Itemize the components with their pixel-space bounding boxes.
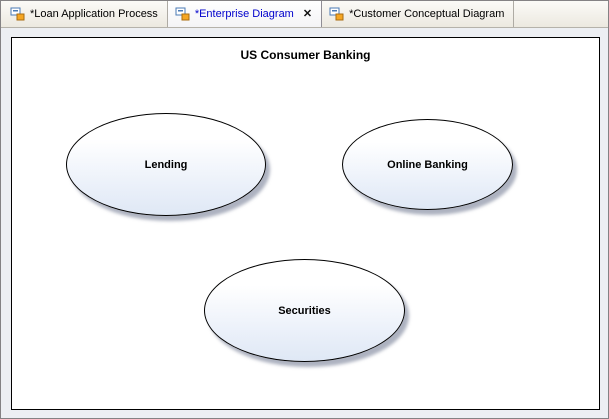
diagram-icon [175, 7, 190, 21]
node-securities[interactable]: Securities [204, 259, 405, 362]
tab-enterprise-diagram[interactable]: *Enterprise Diagram ✕ [167, 1, 323, 27]
diagram-title: US Consumer Banking [240, 48, 371, 62]
node-online-banking[interactable]: Online Banking [342, 119, 513, 210]
diagram-canvas[interactable]: US Consumer Banking Lending Online Banki… [11, 37, 600, 410]
close-icon[interactable]: ✕ [302, 7, 313, 20]
node-lending[interactable]: Lending [66, 113, 266, 216]
tab-bar-empty-space [514, 1, 608, 27]
diagram-icon [329, 7, 344, 21]
tab-loan-application-process[interactable]: *Loan Application Process [3, 1, 168, 27]
tab-label: *Enterprise Diagram [194, 8, 294, 20]
editor-tab-bar: *Loan Application Process *Enterprise Di… [1, 1, 608, 28]
editor-content-area: US Consumer Banking Lending Online Banki… [1, 28, 608, 418]
tab-label: *Loan Application Process [30, 8, 158, 20]
node-label: Lending [144, 158, 188, 171]
node-label: Securities [278, 304, 331, 317]
diagram-icon [10, 7, 25, 21]
node-label: Online Banking [387, 158, 468, 171]
tab-label: *Customer Conceptual Diagram [349, 8, 505, 20]
tab-customer-conceptual-diagram[interactable]: *Customer Conceptual Diagram [322, 1, 515, 27]
